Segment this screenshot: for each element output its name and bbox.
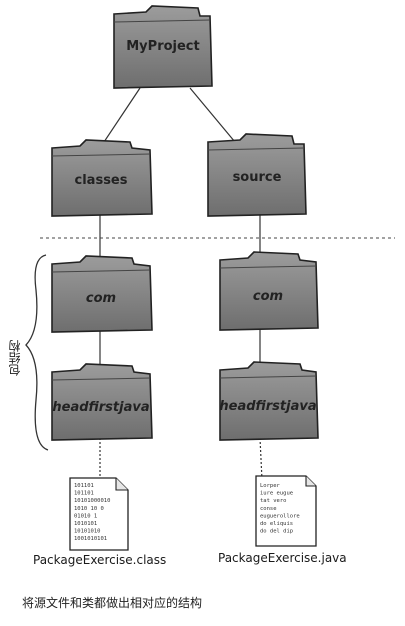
folder-headfirstjava-left: headfirstjava bbox=[51, 363, 153, 441]
folder-classes: classes bbox=[51, 139, 153, 217]
folder-com-left: com bbox=[51, 255, 153, 333]
java-file-content-line: euguerollore bbox=[260, 513, 300, 519]
class-file-content-line: 10101010 bbox=[74, 529, 101, 535]
class-file-content-line: 01010 1 bbox=[74, 513, 97, 519]
class-file-label: PackageExercise.class bbox=[33, 553, 167, 567]
line-headfirst-javafile bbox=[259, 437, 263, 481]
java-file-content-line: conse bbox=[260, 506, 277, 512]
folder-label-classes: classes bbox=[75, 173, 128, 188]
class-file-content-line: 1010 10 0 bbox=[74, 506, 104, 512]
class-file-content-line: 10101000010 bbox=[74, 498, 110, 504]
folder-label-myproject: MyProject bbox=[126, 39, 199, 54]
figure-caption: 将源文件和类都做出相对应的结构 bbox=[22, 596, 203, 610]
folder-source: source bbox=[207, 133, 307, 217]
class-file-content-line: 1010101 bbox=[74, 521, 97, 527]
package-structure-label: 包结构 bbox=[8, 340, 22, 376]
class-file-content-line: 101101 bbox=[74, 483, 94, 489]
folder-label-headfirstjava-left: headfirstjava bbox=[52, 400, 149, 415]
java-file-content-line: iure eugue bbox=[260, 491, 293, 497]
line-root-classes bbox=[99, 87, 141, 149]
line-root-source bbox=[189, 87, 241, 149]
folder-label-com-right: com bbox=[253, 289, 283, 304]
connector-lines bbox=[99, 87, 263, 481]
folder-label-headfirstjava-right: headfirstjava bbox=[219, 399, 316, 414]
java-file-content-line: do del dip bbox=[260, 529, 293, 535]
folder-myproject: MyProject bbox=[113, 5, 213, 89]
folder-com-right: com bbox=[219, 251, 319, 331]
class-file-content-line: 1001010101 bbox=[74, 536, 107, 542]
folder-label-com-left: com bbox=[86, 291, 116, 306]
folder-label-source: source bbox=[233, 170, 282, 185]
java-file-content-line: tat vero bbox=[260, 498, 287, 504]
java-file-content-line: do eliquis bbox=[260, 521, 293, 527]
package-brace bbox=[25, 254, 49, 451]
java-file-label: PackageExercise.java bbox=[218, 551, 347, 565]
class-file-content-line: 101101 bbox=[74, 491, 94, 497]
folder-headfirstjava-right: headfirstjava bbox=[219, 361, 319, 441]
java-file-content-line: Lorper bbox=[260, 483, 281, 489]
